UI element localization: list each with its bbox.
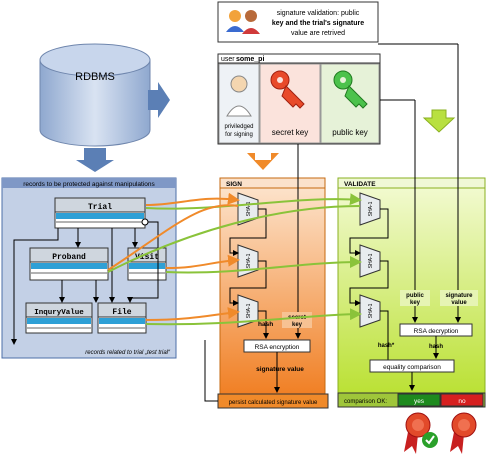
user-prefix: user <box>221 56 235 63</box>
green-down-arrow <box>422 109 456 133</box>
table-proband: Proband <box>29 247 109 281</box>
table-trial-title: Trial <box>88 203 112 212</box>
note-line-3: value are retrived <box>291 30 345 37</box>
orange-down-arrow <box>247 153 279 170</box>
db-right-arrow <box>148 82 170 118</box>
validate-column: VALIDATE SHA-1 SHA-1 SHA-1 hash* public … <box>337 43 486 401</box>
yes-box <box>397 393 441 407</box>
rdbms-cylinder: RDBMS <box>39 43 151 147</box>
signer-note-box: signature validation: public key and the… <box>217 1 379 43</box>
secret-key-label: secret key <box>272 128 308 137</box>
note-line-2: key and the trial's signature <box>272 20 364 27</box>
table-file-title: File <box>112 308 131 317</box>
records-footer: records related to trial „test trial“ <box>85 350 171 356</box>
public-key-label: public key <box>332 128 368 137</box>
validate-hash-label: hash <box>429 344 443 350</box>
visit-to-validate-line <box>165 256 362 274</box>
trial-to-validate-line <box>145 193 362 210</box>
invalid-seal-icon <box>450 412 477 454</box>
validate-sigval-l1: signature <box>445 293 473 299</box>
file-to-validate-line <box>145 308 362 326</box>
visit-to-sign-line <box>165 254 240 269</box>
trial-to-sign-line <box>145 192 240 206</box>
proband-to-validate-line <box>107 205 361 273</box>
persist-return-line <box>204 340 218 402</box>
valid-seal-icon <box>404 412 438 454</box>
rsa-encryption-label: RSA encryption <box>255 344 300 351</box>
user-name: some_pi <box>236 56 264 63</box>
table-inquiry-title: InquryValue <box>34 309 84 317</box>
validate-title: VALIDATE <box>344 181 376 188</box>
proband-to-sign-line <box>107 204 239 271</box>
svg-text:SHA-1: SHA-1 <box>246 201 252 216</box>
validate-public-l2: key <box>410 300 421 306</box>
svg-text:SHA-1: SHA-1 <box>368 201 374 216</box>
sign-title: SIGN <box>226 181 242 188</box>
records-header: records to be protected against manipula… <box>23 181 155 188</box>
green-key-icon <box>333 70 368 109</box>
rsa-decryption-label: RSA decryption <box>414 328 459 335</box>
priv-line-1: priviledged <box>224 124 253 130</box>
comparison-bar: comparison OK: yes no <box>337 392 486 408</box>
table-trial: Trial <box>54 197 146 229</box>
validate-public-l1: public <box>406 293 424 299</box>
file-to-sign-line <box>145 307 240 321</box>
table-file: File <box>97 302 147 334</box>
validate-sha1-block-1: SHA-1 <box>359 192 381 226</box>
red-key-icon <box>270 70 305 109</box>
sign-value-label: signature value <box>256 366 304 373</box>
table-visit: Visit <box>127 247 167 281</box>
user-panel: user some_pi priviledged for signing sec… <box>217 53 381 145</box>
no-box <box>440 393 484 407</box>
comparison-label: comparison OK: <box>344 399 387 405</box>
svg-text:SHA-1: SHA-1 <box>368 303 374 318</box>
persist-label: persist calculated signature value <box>229 400 318 406</box>
note-line-1: signature validation: public <box>277 10 360 17</box>
sign-hash-label: hash <box>258 321 273 328</box>
table-visit-title: Visit <box>135 253 159 262</box>
yes-label: yes <box>414 398 425 405</box>
svg-text:SHA-1: SHA-1 <box>246 253 252 268</box>
validate-hashstar-label: hash* <box>378 343 395 349</box>
svg-text:SHA-1: SHA-1 <box>246 303 252 318</box>
sign-column: SIGN SHA-1 SHA-1 SHA-1 hash secret key R… <box>219 144 326 401</box>
no-label: no <box>458 398 466 405</box>
validate-sigval-l2: value <box>451 300 467 306</box>
db-down-arrow <box>76 148 114 172</box>
table-proband-title: Proband <box>52 253 86 262</box>
svg-text:SHA-1: SHA-1 <box>368 253 374 268</box>
priv-line-2: for signing <box>225 132 253 138</box>
equality-label: equality comparison <box>383 364 441 371</box>
sign-secret-l2: key <box>292 322 303 328</box>
rdbms-label: RDBMS <box>75 71 115 83</box>
table-inquiry: InquryValue <box>25 302 93 334</box>
